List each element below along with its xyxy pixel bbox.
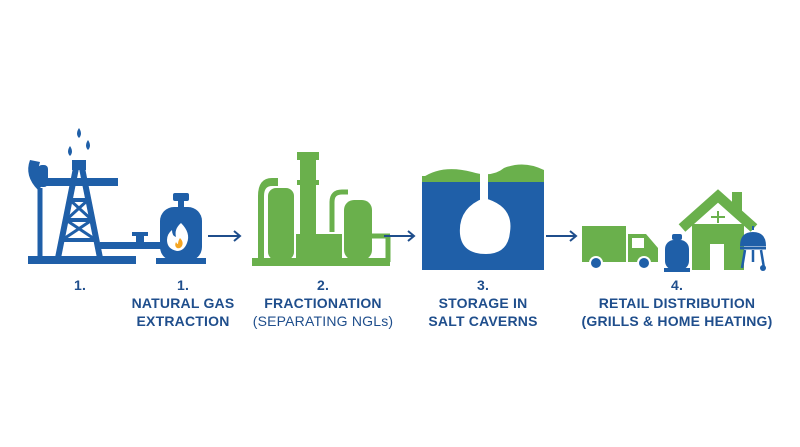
grill-icon — [740, 226, 766, 271]
arrow-icon — [384, 230, 416, 242]
delivery-truck-icon — [582, 226, 658, 270]
step-number: 1. — [73, 277, 87, 293]
step-label-distribution: 4. RETAIL DISTRIBUTION (GRILLS & HOME HE… — [572, 276, 782, 330]
oil-pumpjack-derrick-icon — [28, 128, 170, 264]
step-title-line: STORAGE IN — [438, 295, 528, 311]
step-title-line: EXTRACTION — [136, 313, 230, 329]
propane-cylinder-icon — [664, 234, 690, 272]
step-label-1: 1. — [60, 276, 100, 294]
step-label-storage: 3. STORAGE IN SALT CAVERNS — [418, 276, 548, 330]
step-number: 3. — [476, 277, 490, 293]
step-title-line: NATURAL GAS — [131, 295, 235, 311]
step-label-fractionation: 2. FRACTIONATION (SEPARATING NGLs) — [248, 276, 398, 330]
step-label-extraction: 1. NATURAL GAS EXTRACTION — [128, 276, 238, 330]
house-icon — [678, 189, 758, 270]
step-title-line: RETAIL DISTRIBUTION — [598, 295, 756, 311]
arrow-icon — [546, 230, 578, 242]
step-title-line: (GRILLS & HOME HEATING) — [581, 313, 773, 329]
arrow-icon — [208, 230, 242, 242]
step-number: 1. — [176, 277, 190, 293]
step-subtitle-line: (SEPARATING NGLs) — [252, 313, 394, 329]
salt-cavern-icon — [422, 162, 544, 270]
step-number: 2. — [316, 277, 330, 293]
step-title-line: SALT CAVERNS — [428, 313, 538, 329]
step-title-line: FRACTIONATION — [264, 295, 382, 311]
step-number: 4. — [670, 277, 684, 293]
refinery-towers-icon — [252, 152, 391, 266]
gas-tank-flame-icon — [156, 193, 206, 264]
